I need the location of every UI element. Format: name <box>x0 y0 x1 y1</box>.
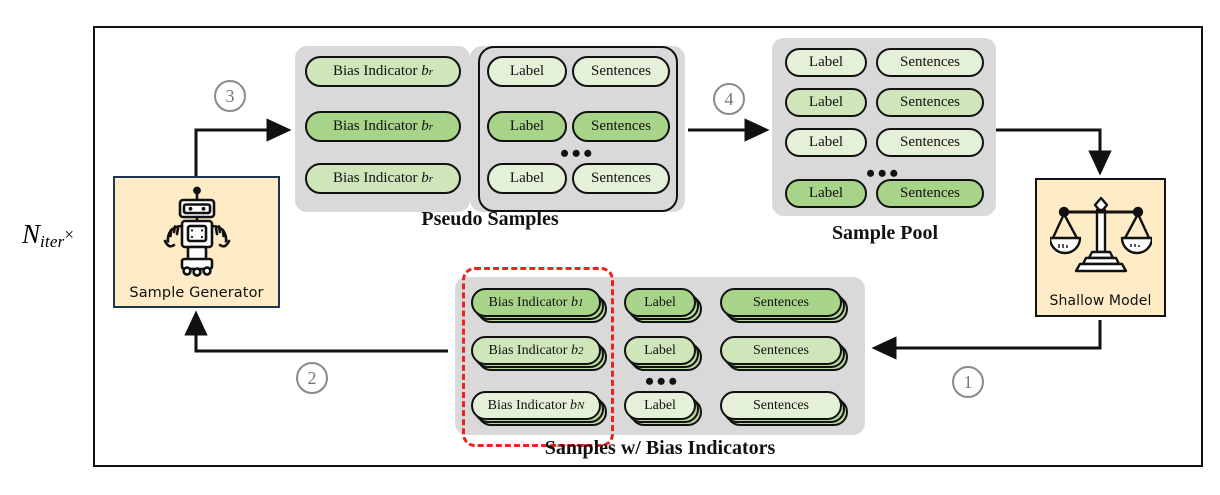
step-circle-1: 1 <box>952 366 984 398</box>
sample-label-pill[interactable]: Label <box>624 391 696 420</box>
pseudo-label-pill[interactable]: Label <box>487 56 567 87</box>
sample-label-pill[interactable]: Label <box>624 288 696 317</box>
samples-ellipsis: ••• <box>645 367 680 396</box>
pool-ellipsis: ••• <box>866 159 901 188</box>
pseudo-bias-sub: r <box>428 120 434 133</box>
sample-label-pill[interactable]: Label <box>624 336 696 365</box>
step-circle-3: 3 <box>214 80 246 112</box>
pool-label-pill[interactable]: Label <box>785 128 867 157</box>
pseudo-samples-caption: Pseudo Samples <box>421 208 559 230</box>
sample-sentences-pill[interactable]: Sentences <box>720 391 842 420</box>
sample-generator-box[interactable]: Sample Generator <box>113 176 280 308</box>
samples-with-bias-caption: Samples w/ Bias Indicators <box>544 437 776 459</box>
pool-sentences-pill[interactable]: Sentences <box>876 88 984 117</box>
sample-bias-text: Bias Indicator <box>487 397 567 413</box>
iteration-subscript: iter <box>40 232 65 251</box>
pool-label-pill[interactable]: Label <box>785 48 867 77</box>
pseudo-ellipsis: ••• <box>560 139 595 168</box>
shallow-model-label: Shallow Model <box>1049 293 1152 309</box>
bias-indicator-highlight-box <box>462 267 614 447</box>
pseudo-bias-sub: r <box>428 172 434 185</box>
pseudo-sentences-pill[interactable]: Sentences <box>572 111 670 142</box>
sample-generator-label: Sample Generator <box>129 285 264 301</box>
robot-icon <box>115 182 278 282</box>
iteration-base: N <box>21 219 40 249</box>
step-circle-4: 4 <box>713 83 745 115</box>
pseudo-bias-text: Bias Indicator <box>332 63 418 79</box>
step-circle-2: 2 <box>296 362 328 394</box>
pool-label-pill[interactable]: Label <box>785 88 867 117</box>
pool-label-pill[interactable]: Label <box>785 179 867 208</box>
pseudo-sentences-pill[interactable]: Sentences <box>572 163 670 194</box>
shallow-model-box[interactable]: Shallow Model <box>1035 178 1166 317</box>
sample-bias-text: Bias Indicator <box>488 342 568 358</box>
sample-bias-sub: 1 <box>577 296 584 309</box>
sample-sentences-pill[interactable]: Sentences <box>720 288 842 317</box>
pseudo-bias-text: Bias Indicator <box>332 118 418 134</box>
sample-bias-sub: N <box>577 399 585 412</box>
pseudo-bias-sub: r <box>428 65 434 78</box>
pseudo-label-pill[interactable]: Label <box>487 111 567 142</box>
sample-bias-sub: 2 <box>577 344 584 357</box>
pool-sentences-pill[interactable]: Sentences <box>876 48 984 77</box>
iteration-times: × <box>64 225 75 244</box>
sample-bias-text: Bias Indicator <box>488 294 568 310</box>
pseudo-sentences-pill[interactable]: Sentences <box>572 56 670 87</box>
pool-sentences-pill[interactable]: Sentences <box>876 179 984 208</box>
balance-scale-icon <box>1037 184 1164 291</box>
sample-sentences-pill[interactable]: Sentences <box>720 336 842 365</box>
iteration-count-label: Niter× <box>5 219 91 252</box>
pseudo-label-pill[interactable]: Label <box>487 163 567 194</box>
pool-sentences-pill[interactable]: Sentences <box>876 128 984 157</box>
sample-pool-caption: Sample Pool <box>831 222 939 244</box>
pseudo-bias-text: Bias Indicator <box>332 170 418 186</box>
pseudo-labels-outline <box>478 46 678 212</box>
